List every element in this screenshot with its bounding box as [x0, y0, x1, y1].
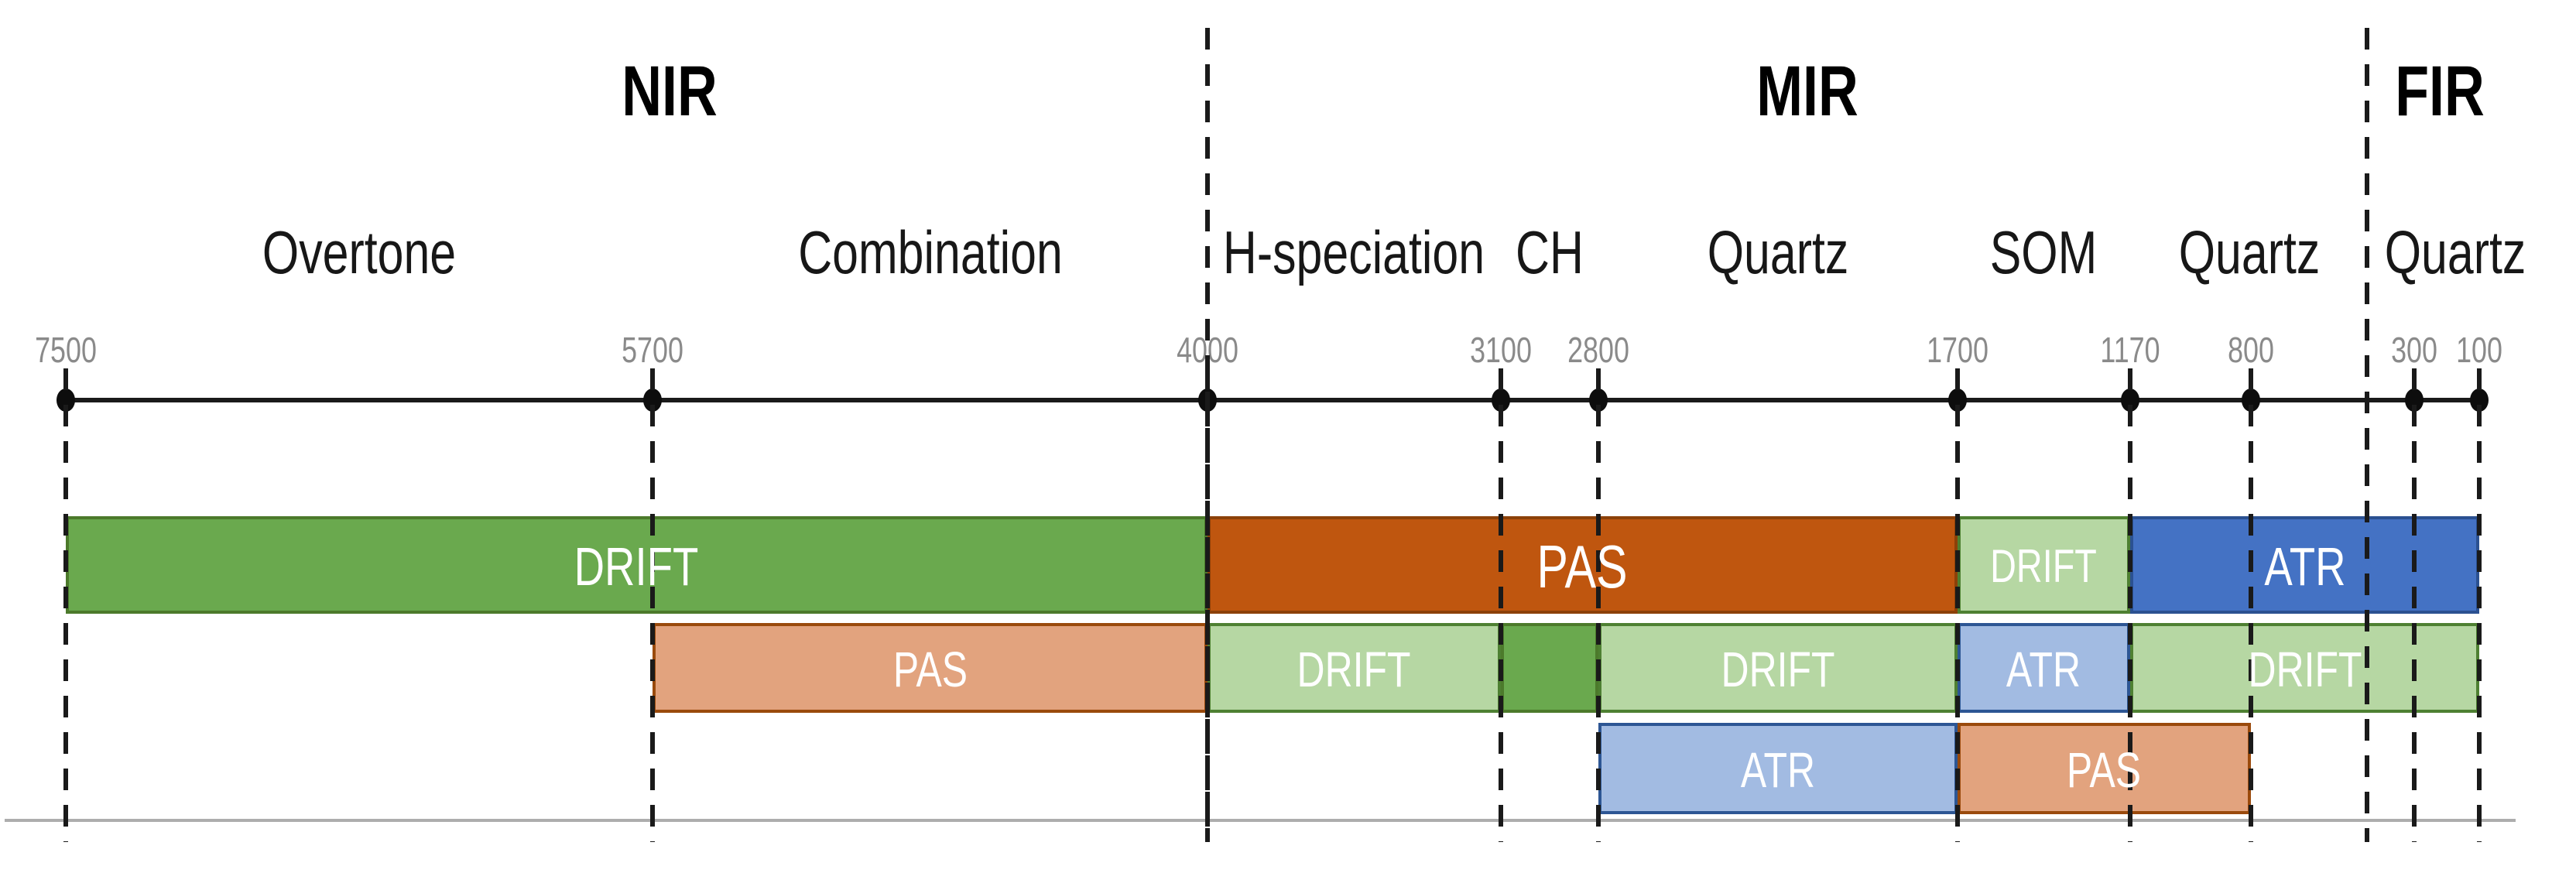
region-header: MIR: [1756, 52, 1858, 131]
bar-label: PAS: [1536, 532, 1628, 601]
axis-tick-label: 3100: [1470, 330, 1532, 370]
axis-line: [66, 398, 2479, 402]
mir-fir-boundary-dashed-line: [2365, 28, 2369, 842]
tick-dashed-line: [2411, 368, 2417, 842]
band-label: Quartz: [2384, 218, 2526, 286]
bar-label: ATR: [2263, 536, 2346, 597]
bar-label: ATR: [2006, 642, 2081, 697]
axis-tick-label: 800: [2228, 330, 2274, 370]
bar-segment-drift: [66, 516, 1208, 614]
tick-dashed-line: [2128, 368, 2133, 842]
bar-label: DRIFT: [1721, 642, 1835, 697]
band-label: Quartz: [1707, 218, 1849, 286]
bar-segment-pas: [653, 623, 1208, 713]
axis-tick-label: 5700: [622, 330, 684, 370]
tick-dashed-line: [63, 368, 68, 842]
tick-dashed-line: [2477, 368, 2482, 842]
bar-label: DRIFT: [2248, 642, 2362, 697]
axis-tick-label: 2800: [1567, 330, 1630, 370]
bar-segment-drift: [1598, 623, 1958, 713]
axis-tick-label: 7500: [35, 330, 97, 370]
axis-tick-label: 300: [2390, 330, 2437, 370]
bar-label: DRIFT: [1990, 540, 2098, 592]
bar-segment-pas: [1957, 723, 2252, 814]
tick-dashed-line: [1596, 368, 1601, 842]
tick-dashed-line: [1954, 368, 1960, 842]
bar-segment-pas: [1207, 516, 1958, 614]
bar-label: PAS: [2067, 742, 2142, 798]
tick-dashed-line: [1498, 368, 1503, 842]
bar-label: ATR: [1741, 742, 1816, 798]
bar-segment-atr: [2130, 516, 2479, 614]
region-header: FIR: [2395, 52, 2485, 131]
bar-segment-drift: [1957, 516, 2131, 614]
axis-tick-label: 1170: [2100, 330, 2160, 370]
bar-label: DRIFT: [1297, 642, 1411, 697]
bottom-baseline: [5, 819, 2516, 822]
bar-segment-drift: [2130, 623, 2479, 713]
band-label: SOM: [1989, 218, 2098, 286]
band-label: Overtone: [262, 218, 457, 286]
bar-label: PAS: [892, 642, 968, 697]
nir-mir-boundary-dashed-line: [1204, 28, 1210, 842]
band-label: Combination: [798, 218, 1063, 286]
axis-tick-label: 1700: [1926, 330, 1989, 370]
band-label: H-speciation: [1222, 218, 1485, 286]
axis-tick-label: 100: [2456, 330, 2502, 370]
tick-dashed-line: [2249, 368, 2254, 842]
region-header: NIR: [622, 52, 718, 131]
band-label: CH: [1516, 218, 1584, 286]
tick-dashed-line: [650, 368, 656, 842]
band-label: Quartz: [2178, 218, 2321, 286]
bar-label: DRIFT: [574, 536, 699, 597]
